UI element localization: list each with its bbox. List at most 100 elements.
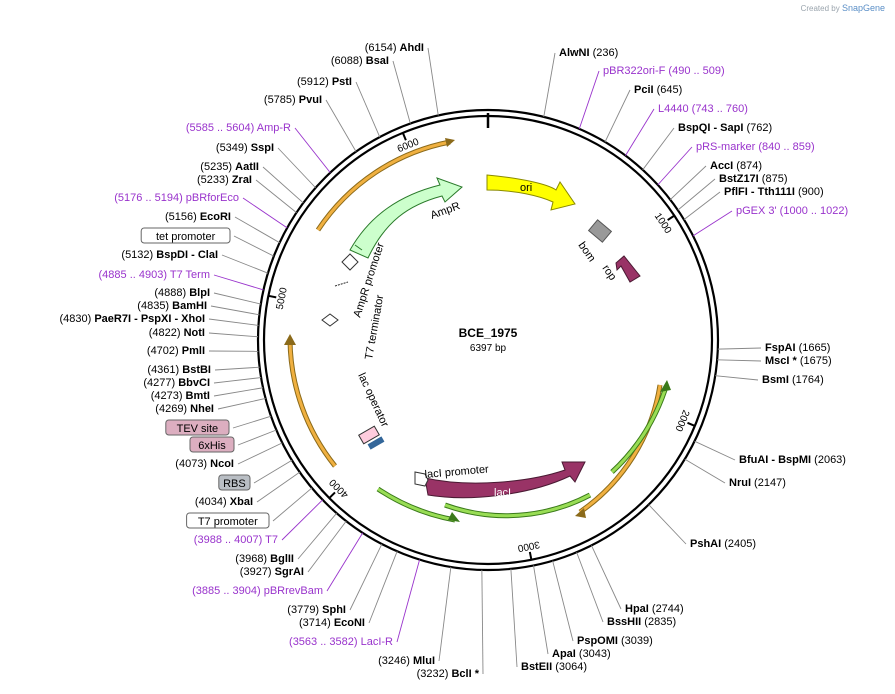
site-label-left[interactable]: (4361) BstBI xyxy=(147,364,211,376)
site-label-right[interactable]: NruI (2147) xyxy=(729,477,786,489)
leader-line xyxy=(237,442,283,465)
site-label-right[interactable]: ApaI (3043) xyxy=(552,648,611,660)
site-label-left[interactable]: (4888) BlpI xyxy=(154,287,210,299)
site-name: LacI-R xyxy=(361,636,393,648)
leader-line xyxy=(213,292,261,305)
site-label-right[interactable]: PspOMI (3039) xyxy=(577,635,653,647)
site-label-left[interactable]: (4885 .. 4903) T7 Term xyxy=(99,269,211,281)
site-label-left[interactable]: (4073) NcoI xyxy=(175,458,234,470)
site-label-left[interactable]: (3988 .. 4007) T7 xyxy=(194,534,278,546)
site-label-right[interactable]: pRS-marker (840 .. 859) xyxy=(696,141,815,153)
site-label-right[interactable]: BstZ17I (875) xyxy=(719,173,788,185)
site-label-right[interactable]: BstEII (3064) xyxy=(521,661,587,673)
site-name: BglII xyxy=(270,553,294,565)
site-text: FspAI (1665) xyxy=(765,342,830,354)
site-name: BstZ17I xyxy=(719,173,759,185)
leader-line xyxy=(237,429,277,446)
site-label-right[interactable]: PshAI (2405) xyxy=(690,538,756,550)
feature-tag-box xyxy=(140,227,231,244)
site-position: (645) xyxy=(654,84,683,96)
site-label-left[interactable]: (4830) PaeR7I - PspXI - XhoI xyxy=(59,313,205,325)
feature-laci-promoter-arrow xyxy=(414,471,429,487)
site-label-right[interactable]: AlwNI (236) xyxy=(559,47,618,59)
site-label-left[interactable]: tet promoter xyxy=(140,227,231,244)
site-label-right[interactable]: PflFI - Tth111I (900) xyxy=(724,186,824,198)
site-label-left[interactable]: (5912) PstI xyxy=(297,76,352,88)
feature-laci[interactable] xyxy=(424,461,586,499)
site-position: (874) xyxy=(733,160,762,172)
site-label-left[interactable]: TEV site xyxy=(165,419,230,436)
site-label-right[interactable]: PciI (645) xyxy=(634,84,682,96)
site-label-left[interactable]: (5785) PvuI xyxy=(264,94,322,106)
site-label-left[interactable]: (3968) BglII xyxy=(235,553,294,565)
site-label-left[interactable]: (4269) NheI xyxy=(155,403,214,415)
site-label-left[interactable]: (4702) PmlI xyxy=(147,345,205,357)
site-label-right[interactable]: BspQI - SapI (762) xyxy=(678,122,772,134)
leader-line xyxy=(543,52,556,117)
site-name: BamHI xyxy=(172,300,207,312)
site-name: PmlI xyxy=(182,345,205,357)
leader-line xyxy=(277,147,316,189)
site-label-left[interactable]: (3563 .. 3582) LacI-R xyxy=(289,636,393,648)
site-label-right[interactable]: AccI (874) xyxy=(710,160,762,172)
site-label-left[interactable]: 6xHis xyxy=(189,436,235,453)
site-position: (1764) xyxy=(789,374,824,386)
site-label-left[interactable]: (5132) BspDI - ClaI xyxy=(121,249,218,261)
leader-line xyxy=(213,387,264,397)
site-label-left[interactable]: (4034) XbaI xyxy=(195,496,253,508)
feature-ori[interactable] xyxy=(486,174,576,211)
site-label-right[interactable]: FspAI (1665) xyxy=(765,342,830,354)
site-position: (3927) xyxy=(240,566,275,578)
site-name: SspI xyxy=(251,142,274,154)
site-name: pBRrevBam xyxy=(264,585,323,597)
feature-rop[interactable] xyxy=(615,255,641,283)
site-label-left[interactable]: (5156) EcoRI xyxy=(165,211,231,223)
site-label-right[interactable]: BfuAI - BspMI (2063) xyxy=(739,454,846,466)
leader-line xyxy=(255,179,297,213)
site-label-right[interactable]: L4440 (743 .. 760) xyxy=(658,103,748,115)
site-label-left[interactable]: (3885 .. 3904) pBRrevBam xyxy=(192,585,323,597)
site-position: (840 .. 859) xyxy=(755,141,814,153)
site-label-right[interactable]: pBR322ori-F (490 .. 509) xyxy=(603,65,725,77)
site-label-left[interactable]: (5235) AatII xyxy=(200,161,259,173)
site-position: (490 .. 509) xyxy=(665,65,724,77)
site-position: (2405) xyxy=(721,538,756,550)
orf-arcs xyxy=(284,138,671,523)
site-name: PspOMI xyxy=(577,635,618,647)
site-label-left[interactable]: (3246) MluI xyxy=(378,655,435,667)
site-label-left[interactable]: (4822) NotI xyxy=(149,327,205,339)
site-label-right[interactable]: BsmI (1764) xyxy=(762,374,824,386)
site-text: (5349) SspI xyxy=(216,142,274,154)
site-label-left[interactable]: (5585 .. 5604) Amp-R xyxy=(186,122,291,134)
leader-line xyxy=(307,520,347,573)
leader-line xyxy=(591,545,622,610)
feature-bom[interactable] xyxy=(587,219,613,243)
site-label-left[interactable]: (3927) SgrAI xyxy=(240,566,304,578)
leader-line xyxy=(349,543,383,611)
site-label-right[interactable]: HpaI (2744) xyxy=(625,603,684,615)
site-label-left[interactable]: (3714) EcoNI xyxy=(299,617,365,629)
site-text: (3779) SphI xyxy=(287,604,346,616)
site-label-right[interactable]: BssHII (2835) xyxy=(607,616,676,628)
site-label-left[interactable]: (5233) ZraI xyxy=(197,174,252,186)
site-label-right[interactable]: pGEX 3' (1000 .. 1022) xyxy=(736,205,848,217)
site-position: (4830) xyxy=(59,313,94,325)
site-label-right[interactable]: MscI * (1675) xyxy=(765,355,832,367)
site-name: PflFI xyxy=(724,186,748,198)
site-label-left[interactable]: (4273) BmtI xyxy=(151,390,210,402)
site-text: (4822) NotI xyxy=(149,327,205,339)
site-name: pBRforEco xyxy=(186,192,239,204)
site-label-left[interactable]: (6154) AhdI xyxy=(365,42,424,54)
site-label-left[interactable]: (4835) BamHI xyxy=(137,300,207,312)
site-label-left[interactable]: (6088) BsaI xyxy=(331,55,389,67)
site-label-left[interactable]: (3779) SphI xyxy=(287,604,346,616)
site-label-left[interactable]: RBS xyxy=(218,474,251,491)
feature-ampr[interactable] xyxy=(349,177,463,259)
site-text: (5233) ZraI xyxy=(197,174,252,186)
site-label-left[interactable]: T7 promoter xyxy=(186,512,270,529)
site-label-left[interactable]: (4277) BbvCI xyxy=(143,377,210,389)
site-label-left[interactable]: (3232) BclI * xyxy=(417,668,480,680)
site-label-left[interactable]: (5349) SspI xyxy=(216,142,274,154)
leader-line xyxy=(717,359,762,362)
site-label-left[interactable]: (5176 .. 5194) pBRforEco xyxy=(114,192,239,204)
